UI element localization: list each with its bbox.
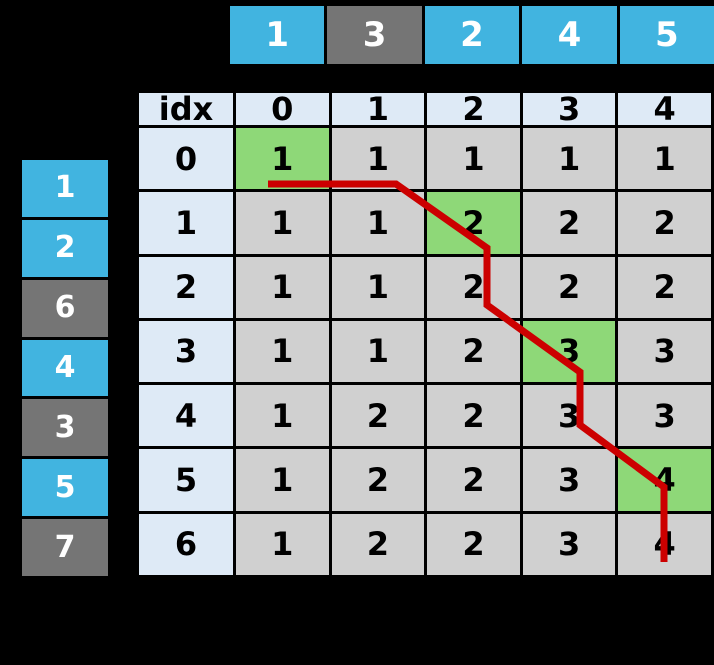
matrix-row-header: 0	[139, 128, 233, 190]
matrix-cell: 2	[331, 385, 425, 447]
matrix-cell: 2	[331, 513, 425, 575]
matrix-cell: 2	[522, 192, 616, 254]
left-sequence-cell: 4	[22, 339, 108, 397]
matrix-row-header: 4	[139, 385, 233, 447]
matrix-cell: 1	[236, 192, 329, 254]
left-sequence-cell: 2	[22, 219, 108, 277]
matrix-col-header: 2	[427, 93, 520, 125]
matrix-cell: 4	[618, 513, 711, 575]
matrix-cell: 2	[427, 385, 520, 447]
matrix-cell: 1	[427, 128, 520, 190]
matrix-row-header: 1	[139, 192, 233, 254]
matrix-cell: 2	[427, 449, 520, 511]
top-sequence-cell: 1	[230, 6, 325, 64]
left-sequence-cell: 1	[22, 160, 108, 217]
matrix-col-header: 3	[522, 93, 616, 125]
matrix-cell: 2	[618, 256, 711, 318]
matrix-cell: 1	[236, 449, 329, 511]
matrix-cell-highlighted: 3	[522, 320, 616, 383]
top-sequence-cell: 4	[522, 6, 617, 64]
top-sequence-cell: 2	[424, 6, 520, 64]
matrix-cell: 3	[618, 385, 711, 447]
matrix-row-header: 6	[139, 513, 233, 575]
matrix-cell: 3	[618, 320, 711, 383]
matrix-cell: 2	[427, 320, 520, 383]
matrix-row-header: 2	[139, 256, 233, 318]
matrix-cell: 2	[331, 449, 425, 511]
matrix-cell: 3	[522, 513, 616, 575]
matrix-cell: 1	[522, 128, 616, 190]
matrix-cell: 1	[331, 128, 425, 190]
matrix-cell: 1	[236, 385, 329, 447]
matrix-row-header: 5	[139, 449, 233, 511]
matrix-cell: 1	[331, 320, 425, 383]
left-sequence-cell: 7	[22, 519, 108, 577]
matrix-cell: 1	[236, 320, 329, 383]
matrix-col-header: 4	[618, 93, 711, 125]
left-sequence-cell: 5	[22, 459, 108, 517]
matrix-corner-label: idx	[139, 93, 233, 125]
matrix-cell: 1	[236, 256, 329, 318]
matrix-cell: 1	[236, 513, 329, 575]
matrix-col-header: 0	[236, 93, 329, 125]
left-sequence-cell: 3	[22, 399, 108, 457]
matrix-col-header: 1	[331, 93, 425, 125]
matrix-cell: 2	[618, 192, 711, 254]
top-sequence-cell: 5	[619, 6, 714, 64]
matrix-cell: 3	[522, 385, 616, 447]
matrix-cell: 1	[331, 192, 425, 254]
matrix-cell-highlighted: 4	[618, 449, 711, 511]
matrix-cell: 2	[427, 256, 520, 318]
top-sequence-cell: 3	[327, 6, 422, 64]
matrix-cell: 1	[618, 128, 711, 190]
matrix-cell: 3	[522, 449, 616, 511]
left-sequence-cell: 6	[22, 279, 108, 337]
matrix-row-header: 3	[139, 320, 233, 383]
matrix-cell: 2	[427, 513, 520, 575]
matrix-cell: 2	[522, 256, 616, 318]
matrix-cell-highlighted: 2	[427, 192, 520, 254]
matrix-cell-highlighted: 1	[236, 128, 329, 190]
matrix-cell: 1	[331, 256, 425, 318]
